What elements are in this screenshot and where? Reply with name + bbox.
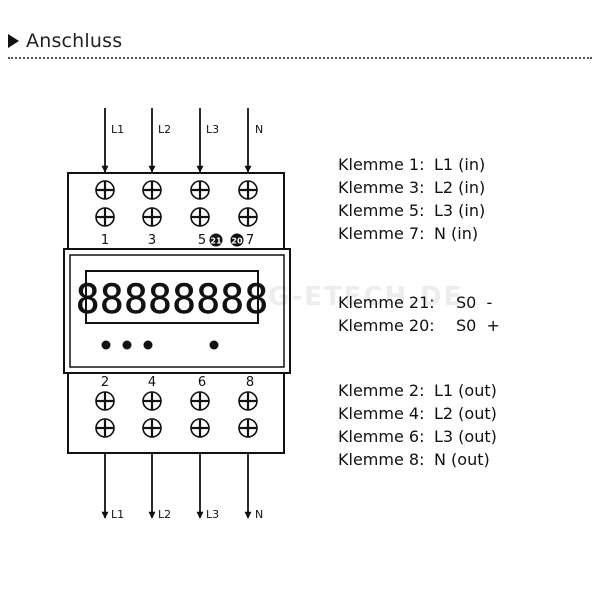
legend-key: Klemme 8: bbox=[338, 450, 425, 469]
terminal-number: 4 bbox=[148, 375, 156, 390]
legend-value: L1 (out) bbox=[434, 381, 497, 400]
led-dot bbox=[143, 340, 153, 350]
terminal-screw-icon bbox=[238, 207, 258, 227]
legend-row: Klemme 5: L3 (in) bbox=[338, 199, 485, 222]
legend-outputs: Klemme 2: L1 (out) Klemme 4: L2 (out) Klem… bbox=[338, 379, 497, 471]
terminal-screw-icon bbox=[190, 418, 210, 438]
terminal-screw-icon bbox=[95, 391, 115, 411]
meter-housing bbox=[63, 172, 291, 454]
display-digits: 88888888 bbox=[76, 277, 269, 323]
terminal-screw-icon bbox=[142, 391, 162, 411]
pulse-terminal-badge bbox=[230, 233, 244, 247]
terminal-screw-icon bbox=[238, 391, 258, 411]
legend-row: Klemme 20: S0 + bbox=[338, 314, 500, 337]
dotted-divider bbox=[8, 57, 592, 59]
output-label: L3 bbox=[206, 508, 219, 521]
terminal-number: 6 bbox=[198, 375, 206, 390]
legend-key: Klemme 5: bbox=[338, 201, 425, 220]
output-arrows bbox=[101, 454, 252, 519]
legend-value: S0 + bbox=[456, 316, 500, 335]
legend-inputs: Klemme 1: L1 (in) Klemme 3: L2 (in) Klemme… bbox=[338, 153, 485, 245]
input-arrows bbox=[101, 108, 252, 173]
terminal-screw-icon bbox=[95, 180, 115, 200]
legend-key: Klemme 7: bbox=[338, 224, 425, 243]
legend-value: L1 (in) bbox=[434, 155, 486, 174]
bottom-terminal-numbers: 2 4 6 8 bbox=[101, 375, 254, 390]
watermark: G-ETECH.DE bbox=[268, 282, 464, 312]
output-label: L1 bbox=[111, 508, 124, 521]
pulse-terminal-number: 20 bbox=[231, 237, 243, 246]
legend-row: Klemme 2: L1 (out) bbox=[338, 379, 497, 402]
terminal-number: 8 bbox=[246, 375, 254, 390]
legend-pulse: Klemme 21: S0 - Klemme 20: S0 + bbox=[338, 291, 500, 337]
legend-row: Klemme 6: L3 (out) bbox=[338, 425, 497, 448]
terminal-number: 2 bbox=[101, 375, 109, 390]
legend-row: Klemme 7: N (in) bbox=[338, 222, 485, 245]
legend-row: Klemme 4: L2 (out) bbox=[338, 402, 497, 425]
section-heading: Anschluss bbox=[8, 30, 122, 52]
terminal-screw-icon bbox=[95, 207, 115, 227]
legend-key: Klemme 3: bbox=[338, 178, 425, 197]
legend-key: Klemme 1: bbox=[338, 155, 425, 174]
led-indicators bbox=[101, 340, 219, 350]
terminal-screw-icon bbox=[142, 180, 162, 200]
output-label: N bbox=[255, 508, 263, 521]
input-label: L3 bbox=[206, 123, 219, 136]
led-dot bbox=[101, 340, 111, 350]
triangle-bullet-icon bbox=[8, 34, 19, 48]
terminal-screw-icon bbox=[95, 418, 115, 438]
terminal-screws bbox=[95, 180, 258, 438]
legend-key: Klemme 20: bbox=[338, 316, 435, 335]
legend-row: Klemme 21: S0 - bbox=[338, 291, 500, 314]
legend-key: Klemme 6: bbox=[338, 427, 425, 446]
pulse-terminal-badge bbox=[209, 233, 223, 247]
pulse-terminal-badges: 21 20 bbox=[209, 233, 244, 247]
led-dot bbox=[209, 340, 219, 350]
terminal-number: 5 bbox=[198, 233, 206, 248]
top-terminal-numbers: 1 3 5 7 bbox=[101, 233, 254, 248]
legend-value: L3 (out) bbox=[434, 427, 497, 446]
terminal-screw-icon bbox=[190, 207, 210, 227]
terminal-number: 1 bbox=[101, 233, 109, 248]
lcd-display: 88888888 bbox=[75, 270, 269, 324]
terminal-screw-icon bbox=[238, 418, 258, 438]
input-label: L1 bbox=[111, 123, 124, 136]
output-labels: L1 L2 L3 N bbox=[111, 508, 263, 521]
legend-value: N (in) bbox=[434, 224, 479, 243]
input-label: N bbox=[255, 123, 263, 136]
pulse-terminal-number: 21 bbox=[210, 237, 222, 246]
legend-value: L2 (out) bbox=[434, 404, 497, 423]
legend-row: Klemme 1: L1 (in) bbox=[338, 153, 485, 176]
terminal-screw-icon bbox=[190, 391, 210, 411]
led-dot bbox=[122, 340, 132, 350]
legend-value: N (out) bbox=[434, 450, 490, 469]
section-title: Anschluss bbox=[26, 30, 123, 52]
output-label: L2 bbox=[158, 508, 171, 521]
terminal-number: 3 bbox=[148, 233, 156, 248]
terminal-screw-icon bbox=[190, 180, 210, 200]
legend-key: Klemme 21: bbox=[338, 293, 435, 312]
terminal-number: 7 bbox=[246, 233, 254, 248]
legend-value: S0 - bbox=[456, 293, 493, 312]
legend-key: Klemme 2: bbox=[338, 381, 425, 400]
legend-row: Klemme 8: N (out) bbox=[338, 448, 497, 471]
legend-value: L3 (in) bbox=[434, 201, 486, 220]
terminal-screw-icon bbox=[142, 207, 162, 227]
terminal-screw-icon bbox=[142, 418, 162, 438]
legend-value: L2 (in) bbox=[434, 178, 486, 197]
input-label: L2 bbox=[158, 123, 171, 136]
terminal-screw-icon bbox=[238, 180, 258, 200]
legend-key: Klemme 4: bbox=[338, 404, 425, 423]
legend-row: Klemme 3: L2 (in) bbox=[338, 176, 485, 199]
input-labels: L1 L2 L3 N bbox=[111, 123, 263, 136]
